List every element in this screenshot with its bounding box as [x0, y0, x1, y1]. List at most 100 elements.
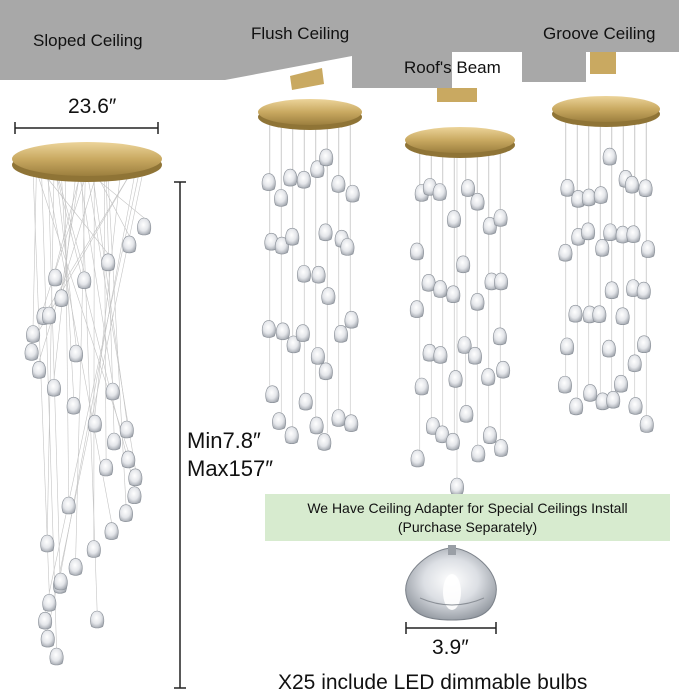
- canopy-sloped: [12, 142, 162, 182]
- wire: [91, 169, 128, 422]
- crystal-drop: [310, 347, 325, 365]
- crystal-drop: [461, 179, 475, 197]
- crystal-drop: [483, 426, 497, 444]
- hanging-wires: [31, 120, 647, 649]
- crystal-drop: [445, 432, 460, 451]
- crystal-drop: [409, 300, 424, 318]
- crystal-drop: [40, 534, 55, 553]
- crystal-drop: [471, 444, 486, 463]
- crystal-drop: [42, 593, 57, 612]
- crystal-bulb-closeup: [405, 545, 497, 621]
- crystal-drop: [311, 265, 326, 284]
- crystal-drop: [493, 209, 508, 227]
- wire: [107, 169, 127, 505]
- crystal-drop: [470, 293, 485, 311]
- crystal-drop: [295, 324, 310, 342]
- dimension-height-line: [174, 181, 186, 689]
- crystal-drop: [69, 344, 83, 363]
- crystal-drop: [331, 175, 346, 193]
- crystal-drop: [319, 148, 334, 167]
- label-height-max: Max157″: [187, 456, 274, 481]
- crystal-drop: [435, 425, 450, 444]
- wire: [41, 169, 57, 649]
- canopy-flush: [258, 68, 362, 130]
- crystal-drop: [99, 458, 114, 477]
- crystal-drop: [624, 175, 639, 194]
- crystal-drop: [457, 336, 472, 354]
- crystal-drop: [77, 271, 92, 290]
- crystal-drop: [492, 327, 507, 346]
- crystal-drop: [48, 268, 63, 287]
- label-roofs-beam: Roof's Beam: [404, 58, 501, 77]
- crystal-drop: [595, 239, 610, 257]
- crystal-drop: [344, 414, 359, 432]
- crystal-drop: [274, 189, 289, 207]
- wire: [86, 169, 136, 469]
- crystal-drop: [66, 396, 81, 415]
- wire: [32, 169, 50, 595]
- crystal-drop: [583, 384, 598, 402]
- crystal-drop: [127, 486, 142, 505]
- crystal-drop: [450, 477, 464, 496]
- crystal-drop: [592, 305, 607, 323]
- crystal-drop: [264, 232, 279, 251]
- crystal-drop: [38, 611, 53, 630]
- wire: [75, 169, 86, 559]
- crystal-drop: [137, 217, 152, 236]
- crystal-drop: [40, 629, 55, 648]
- crystal-drop: [321, 287, 336, 305]
- crystal-drop: [560, 179, 575, 197]
- wire: [103, 169, 107, 460]
- crystal-drop: [344, 310, 359, 329]
- crystal-drop: [581, 222, 596, 241]
- crystal-drop: [265, 385, 280, 404]
- wire: [54, 169, 82, 270]
- crystal-drop: [121, 450, 136, 469]
- crystal-drop: [614, 374, 628, 393]
- crystal-drop: [283, 168, 298, 187]
- crystal-drop: [54, 289, 69, 307]
- crystal-drop: [105, 382, 120, 401]
- canopy-groove: [552, 52, 660, 127]
- crystal-drop: [32, 361, 46, 379]
- crystal-drop: [558, 375, 572, 394]
- crystal-drop: [558, 243, 573, 262]
- label-flush-ceiling: Flush Ceiling: [251, 24, 350, 43]
- crystal-pendants: [24, 147, 656, 666]
- crystal-drop: [446, 285, 461, 303]
- crystal-drop: [297, 264, 311, 283]
- crystal-drop: [309, 416, 324, 435]
- label-bulb-width: 3.9″: [432, 636, 469, 659]
- crystal-drop: [331, 409, 346, 427]
- crystal-drop: [285, 227, 300, 246]
- crystal-drop: [459, 405, 474, 423]
- adapter-note: We Have Ceiling Adapter for Special Ceil…: [265, 494, 670, 541]
- crystal-drop: [107, 432, 121, 451]
- crystal-drop: [581, 188, 596, 207]
- crystal-drop: [433, 280, 448, 298]
- crystal-drop: [104, 522, 119, 540]
- wire: [38, 169, 99, 362]
- crystal-drop: [272, 412, 287, 430]
- crystal-drop: [24, 343, 39, 361]
- wire: [32, 169, 37, 326]
- crystal-drop: [275, 322, 290, 341]
- crystal-drop: [494, 439, 509, 457]
- crystal-drop: [603, 223, 618, 242]
- crystal-drop: [639, 415, 654, 433]
- crystal-drop: [53, 572, 68, 591]
- crystal-drop: [318, 362, 333, 381]
- crystal-drop: [119, 420, 134, 439]
- crystal-drop: [296, 170, 311, 189]
- crystal-drop: [602, 147, 617, 166]
- crystal-drop: [261, 320, 276, 338]
- crystal-drop: [61, 496, 76, 515]
- crystal-drop: [68, 558, 83, 576]
- crystal-drop: [86, 540, 101, 558]
- dimension-width-line: [14, 122, 159, 134]
- crystal-drop: [626, 225, 641, 243]
- crystal-drop: [101, 253, 116, 272]
- crystal-drop: [433, 346, 448, 364]
- crystal-drop: [560, 337, 575, 356]
